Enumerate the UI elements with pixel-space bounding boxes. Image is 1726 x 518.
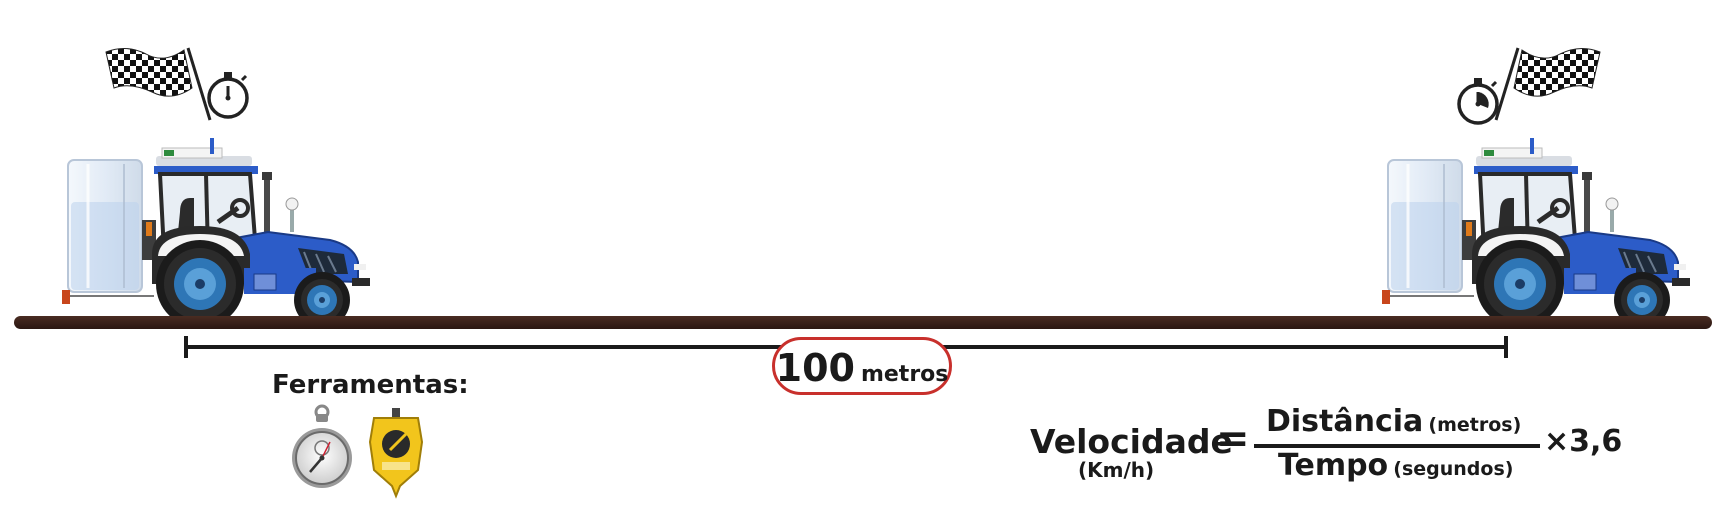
formula-lhs: Velocidade [1030, 422, 1233, 461]
stopwatch-icon-start [207, 70, 249, 119]
distance-badge: 100 metros [772, 337, 952, 395]
checkered-flag-icon-right [1494, 46, 1602, 122]
formula-denominator-unit: (segundos) [1393, 458, 1514, 480]
stopwatch-tool-icon [292, 404, 352, 488]
formula-equals: = [1216, 416, 1250, 462]
distance-unit: metros [860, 362, 949, 387]
formula-denominator-label: Tempo [1278, 448, 1389, 483]
distance-value: 100 [775, 346, 855, 390]
formula-numerator-unit: (metros) [1428, 414, 1522, 436]
formula-lhs-unit: (Km/h) [1078, 458, 1155, 482]
formula-numerator-label: Distância [1266, 404, 1424, 439]
speed-formula: Velocidade (Km/h) = Distância (metros) T… [1030, 404, 1622, 484]
stopwatch-icon-end [1457, 76, 1499, 125]
formula-denominator: Tempo (segundos) [1278, 448, 1513, 483]
formula-numerator: Distância (metros) [1266, 404, 1521, 439]
tractor-end [1382, 138, 1690, 328]
tools-title: Ferramentas: [272, 370, 469, 400]
ground-line [14, 316, 1712, 329]
checkered-flag-icon-left [104, 46, 212, 122]
tape-measure-icon [368, 408, 424, 499]
tractor-start [62, 138, 370, 328]
formula-multiplier: ×3,6 [1544, 424, 1623, 459]
fraction-bar [1254, 444, 1540, 448]
